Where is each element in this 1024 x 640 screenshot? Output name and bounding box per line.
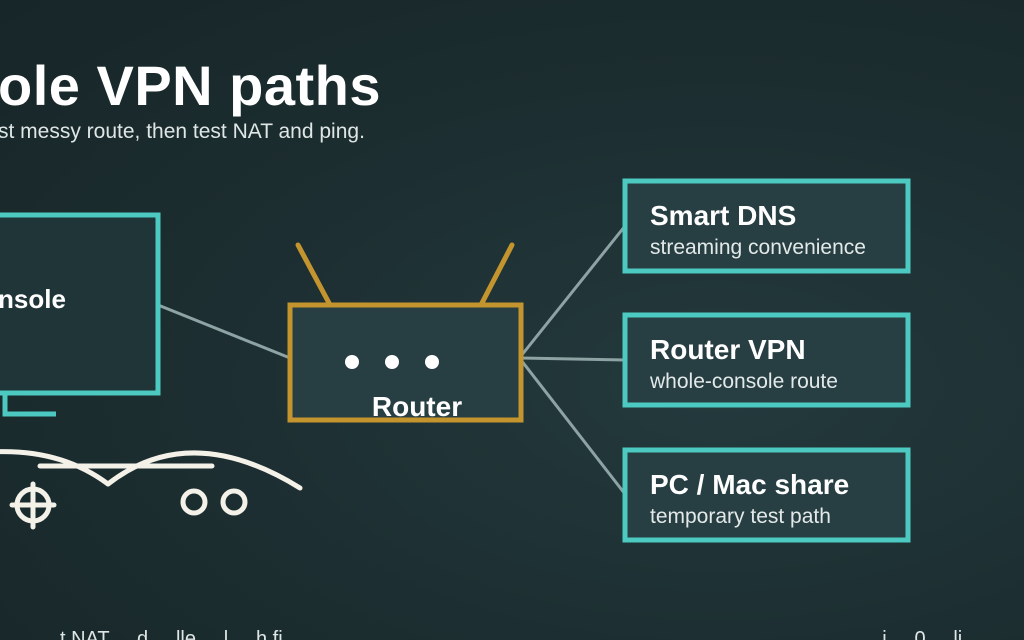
option-title: PC / Mac share: [650, 469, 849, 500]
option-title: Smart DNS: [650, 200, 796, 231]
console-label: nsole: [0, 284, 66, 314]
option-subtitle: temporary test path: [650, 505, 831, 528]
router-label: Router: [372, 391, 462, 422]
monitor-screen: [0, 212, 161, 396]
option-subtitle: streaming convenience: [650, 236, 866, 259]
router-led-3: [425, 355, 439, 369]
option-pc-mac-share: PC / Mac share temporary test path: [622, 447, 911, 543]
router-antenna-left: [295, 242, 332, 306]
connector-router-pc-mac: [519, 359, 627, 495]
game-controller-icon: [0, 449, 303, 530]
slide-subtitle: st messy route, then test NAT and ping.: [0, 120, 365, 143]
footer-caption-right: ... i ... 0 ... li ...: [860, 628, 985, 640]
option-subtitle: whole-console route: [649, 370, 838, 393]
controller-button-b: [220, 488, 248, 516]
option-title: Router VPN: [650, 334, 806, 365]
option-router-vpn: Router VPN whole-console route: [622, 312, 911, 408]
option-box: [622, 447, 911, 543]
controller-button-a: [180, 488, 208, 516]
console-monitor: nsole: [0, 212, 161, 417]
slide-title: ole VPN paths: [0, 54, 382, 117]
connector-router-smart-dns: [519, 225, 627, 357]
option-box: [622, 312, 911, 408]
router-body: [287, 302, 524, 423]
monitor-stand: [2, 393, 56, 417]
router-antenna-right: [479, 242, 515, 306]
option-box: [622, 178, 911, 274]
router-led-1: [345, 355, 359, 369]
option-smart-dns: Smart DNS streaming convenience: [622, 178, 911, 274]
connector-console-router: [157, 303, 291, 360]
router-device: Router: [287, 242, 524, 423]
router-led-2: [385, 355, 399, 369]
footer-caption-left: t NAT ... d ... lle ... l ... h fi ...: [60, 628, 305, 640]
connector-router-router-vpn: [520, 356, 626, 362]
